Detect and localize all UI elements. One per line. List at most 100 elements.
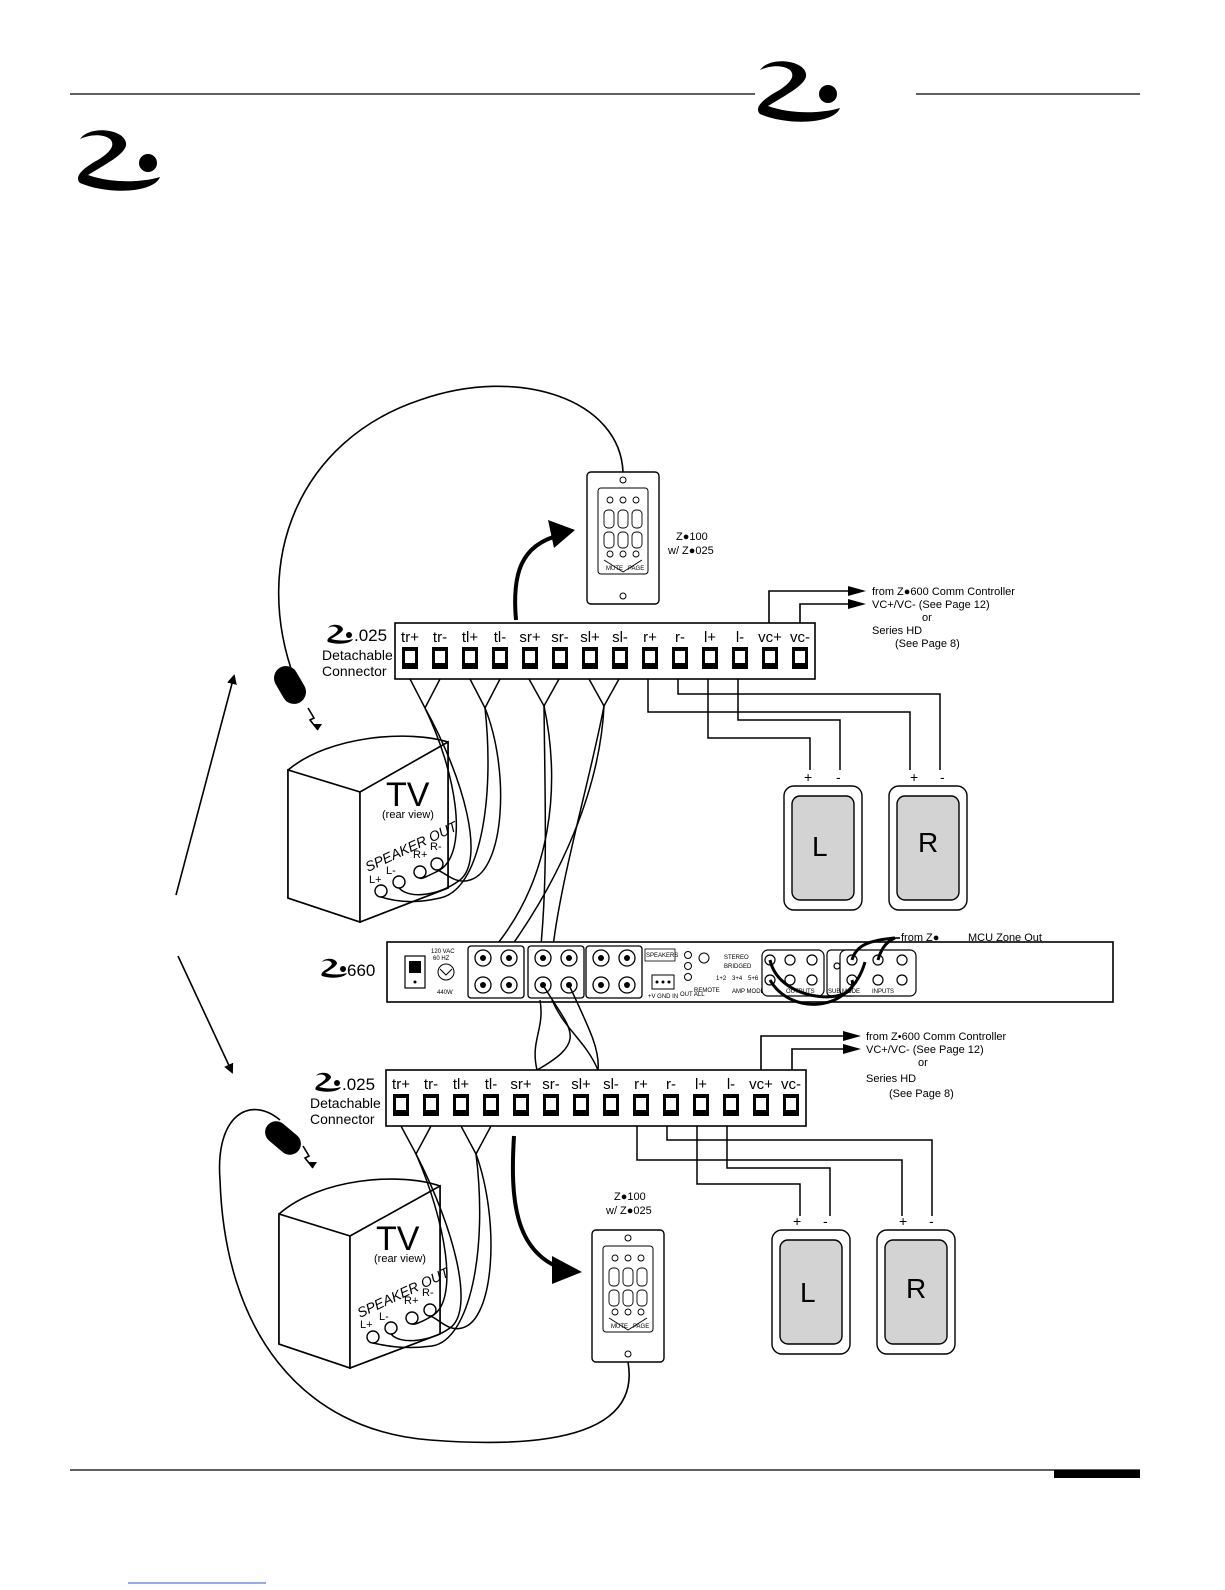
speaker-name: R <box>918 827 938 858</box>
comm-note-line1: from Z●600 Comm Controller <box>872 586 1015 598</box>
terminal-label: sl- <box>603 1076 619 1093</box>
footer <box>70 1469 1140 1584</box>
connector-caption-line2: Connector <box>310 1111 375 1127</box>
speaker-name: L <box>800 1277 816 1308</box>
terminal-label: tr- <box>433 629 447 646</box>
terminal-slot <box>486 1098 496 1110</box>
terminal-slot <box>576 1098 586 1110</box>
keypad-page-label: PAGE <box>633 1324 649 1330</box>
amp-panel-label: 120 VAC <box>431 949 455 955</box>
terminal-label: sr+ <box>510 1076 531 1093</box>
tv-title-upper: TV <box>386 776 430 814</box>
keypad-label-line2: w/ Z●025 <box>605 1205 652 1217</box>
connector-caption-line1: Detachable <box>322 647 393 663</box>
tv-jack-label: L+ <box>360 1319 373 1331</box>
terminal-slot <box>585 651 595 663</box>
terminal-slot <box>735 651 745 663</box>
terminal-slot <box>516 1098 526 1110</box>
speaker-right-upper: + - R <box>888 769 968 911</box>
speaker-plus: + <box>793 1213 801 1229</box>
wires-amp-lower <box>534 984 599 1071</box>
speaker-minus: - <box>929 1213 934 1229</box>
ir-cable <box>218 1108 630 1444</box>
terminal-slot <box>675 651 685 663</box>
comm-note-line5: (See Page 8) <box>889 1088 954 1100</box>
header <box>70 61 1140 191</box>
amp-panel-label: 5+6 <box>748 976 759 982</box>
keypad-mute-label: MUTE <box>606 566 623 572</box>
amp-panel-label: OUT ALL <box>680 992 705 998</box>
terminal-label: vc- <box>790 629 810 646</box>
amp-panel-label: AMP MODE <box>732 989 765 995</box>
terminal-label: sr- <box>542 1076 560 1093</box>
amplifier: 660 120 VAC 60 HZ 440W <box>321 932 1114 1006</box>
terminal-label: r- <box>675 629 685 646</box>
connector-caption-line1: Detachable <box>310 1095 381 1111</box>
tv-jack-label: R+ <box>404 1295 418 1307</box>
speaker-minus: - <box>940 769 945 785</box>
terminal-slot <box>645 651 655 663</box>
amp-panel-label: INPUTS <box>872 989 894 995</box>
amp-panel-label: 1+2 <box>716 976 727 982</box>
terminal-label: l+ <box>695 1076 707 1093</box>
terminal-label: vc+ <box>758 629 782 646</box>
amp-panel-label: STEREO <box>724 955 749 961</box>
terminal-slot <box>426 1098 436 1110</box>
speaker-left-lower: + - L <box>771 1213 851 1355</box>
ir-emitter <box>274 666 322 731</box>
connector-strip-upper <box>394 622 816 680</box>
keypad-arrow <box>510 1135 561 1270</box>
keypad-arrow-head <box>548 520 575 548</box>
terminal-label: l+ <box>704 629 716 646</box>
keypad-upper: MUTE PAGE <box>586 471 660 605</box>
comm-note-line4: Series HD <box>866 1073 916 1085</box>
terminal-label: vc+ <box>749 1076 773 1093</box>
terminal-label: tl- <box>485 1076 498 1093</box>
speaker-left-upper: + - L <box>783 769 863 911</box>
amp-panel-label: SPEAKERS <box>646 953 678 959</box>
terminal-label: sr- <box>551 629 569 646</box>
terminal-slot <box>525 651 535 663</box>
comm-note-line4: Series HD <box>872 625 922 637</box>
terminal-label: r+ <box>634 1076 648 1093</box>
terminal-label: l- <box>727 1076 735 1093</box>
tv-upper: TV (rear view) SPEAKER OUT L+ L- R+ R- <box>287 735 461 924</box>
terminal-slot <box>795 651 805 663</box>
tv-jack-label: L- <box>379 1311 389 1323</box>
terminal-slot <box>546 1098 556 1110</box>
comm-note-line5: (See Page 8) <box>895 638 960 650</box>
amp-panel-label: SUB MODE <box>828 989 860 995</box>
terminal-slot <box>666 1098 676 1110</box>
terminal-slot <box>396 1098 406 1110</box>
tv-subtitle-lower: (rear view) <box>374 1253 426 1265</box>
speaker-plus: + <box>804 769 812 785</box>
terminal-slot <box>465 651 475 663</box>
keypad-page-label: PAGE <box>628 566 644 572</box>
link-arrow-down <box>177 955 234 1074</box>
terminal-slot <box>456 1098 466 1110</box>
terminal-slot <box>786 1098 796 1110</box>
terminal-label: sr+ <box>519 629 540 646</box>
terminal-slot <box>435 651 445 663</box>
ir-emitter <box>265 1121 317 1169</box>
tv-jack-label: L- <box>386 865 396 877</box>
tv-jack-label: R- <box>422 1287 434 1299</box>
z-logo-icon <box>77 130 160 191</box>
mcu-note-right: MCU Zone Out <box>968 932 1042 944</box>
terminal-slot <box>405 651 415 663</box>
terminal-label: tr+ <box>401 629 419 646</box>
terminal-slot <box>726 1098 736 1110</box>
connector-strip-lower <box>385 1069 807 1127</box>
terminal-slot <box>705 651 715 663</box>
terminal-slot <box>495 651 505 663</box>
terminal-label: vc- <box>781 1076 801 1093</box>
speaker-plus: + <box>910 769 918 785</box>
comm-note-line2: VC+/VC- (See Page 12) <box>872 599 990 611</box>
ir-cable <box>277 385 624 681</box>
keypad-label-line1: Z●100 <box>676 531 708 543</box>
comm-note-line3: or <box>922 612 932 624</box>
tv-jack-label: R- <box>430 841 442 853</box>
amp-panel-label: REMOTE <box>694 988 720 994</box>
connector-model-upper: .025 <box>354 626 387 645</box>
